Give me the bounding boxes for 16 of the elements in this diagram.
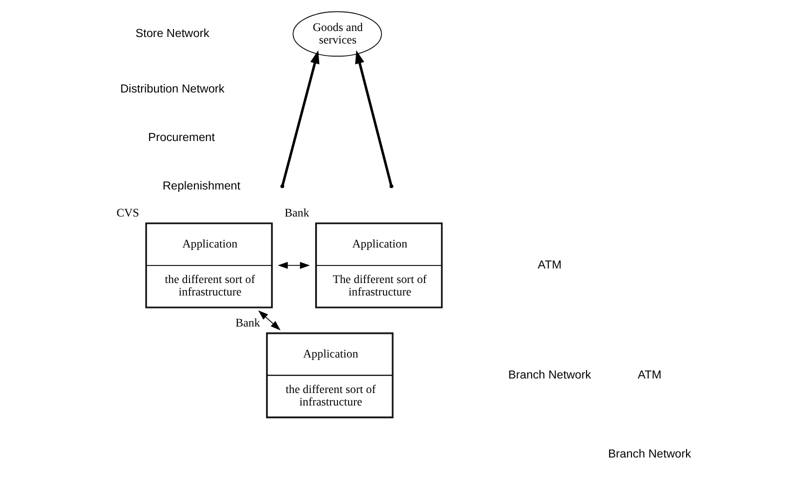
label: Replenishment (162, 179, 240, 192)
node-label: Bank (284, 206, 310, 220)
label: Distribution Network (120, 82, 225, 96)
label: Branch Network (508, 368, 592, 382)
label: Branch Network (608, 448, 692, 461)
arrow (278, 262, 310, 269)
label: Store Network (135, 27, 210, 40)
label: Procurement (148, 131, 215, 144)
arrow (355, 50, 392, 186)
label: ATM (638, 368, 662, 382)
node-ellipse: Goods and services (292, 11, 382, 57)
node-label: Bank (235, 316, 260, 330)
node-label: CVS (116, 206, 140, 220)
label: ATM (538, 258, 562, 272)
arrow (282, 50, 320, 186)
arrow (258, 310, 281, 330)
